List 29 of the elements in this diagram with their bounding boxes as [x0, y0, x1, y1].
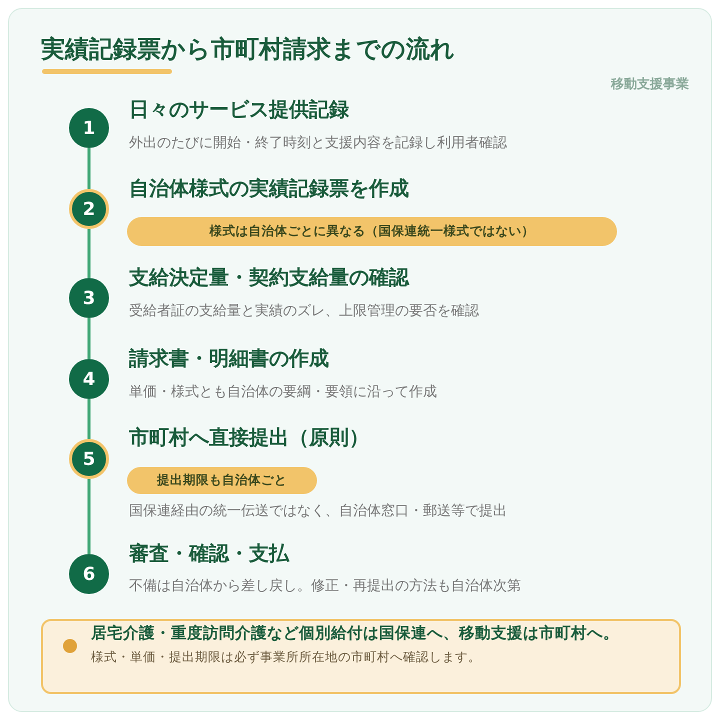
note-panel	[41, 619, 681, 694]
connector-line	[88, 479, 90, 554]
step-number-circle: 6	[69, 554, 109, 594]
step-number-circle: 1	[69, 108, 109, 148]
step-number-circle: 3	[69, 278, 109, 318]
step-description: 不備は自治体から差し戻し。修正・再提出の方法も自治体次第	[129, 577, 521, 595]
step-title: 日々のサービス提供記録	[129, 96, 349, 123]
step-number-circle: 4	[69, 359, 109, 399]
note-badge: 様式は自治体ごとに異なる（国保連統一様式ではない）	[127, 217, 617, 246]
connector-line	[88, 399, 90, 439]
note-heading: 居宅介護・重度訪問介護など個別給付は国保連へ、移動支援は市町村へ。	[91, 623, 619, 644]
step-title: 市町村へ直接提出（原則）	[129, 424, 369, 451]
step-description: 外出のたびに開始・終了時刻と支援内容を記録し利用者確認	[129, 134, 507, 152]
title: 実績記録票から市町村請求までの流れ	[41, 34, 455, 65]
connector-line	[88, 318, 90, 359]
step-description: 単価・様式とも自治体の要綱・要領に沿って作成	[129, 383, 437, 401]
step-title: 請求書・明細書の作成	[129, 345, 329, 372]
step-title: 審査・確認・支払	[129, 540, 289, 567]
step-number-circle: 5	[69, 439, 109, 479]
note-badge: 提出期限も自治体ごと	[127, 467, 317, 494]
connector-line	[88, 229, 90, 278]
category-label: 移動支援事業	[611, 76, 689, 93]
step-title: 支給決定量・契約支給量の確認	[129, 264, 409, 291]
step-description: 国保連経由の統一伝送ではなく、自治体窓口・郵送等で提出	[129, 502, 507, 520]
step-description: 受給者証の支給量と実績のズレ、上限管理の要否を確認	[129, 302, 479, 320]
connector-line	[88, 148, 90, 189]
note-text: 様式・単価・提出期限は必ず事業所所在地の市町村へ確認します。	[91, 649, 481, 666]
step-title: 自治体様式の実績記録票を作成	[129, 175, 409, 202]
step-number-circle: 2	[69, 189, 109, 229]
